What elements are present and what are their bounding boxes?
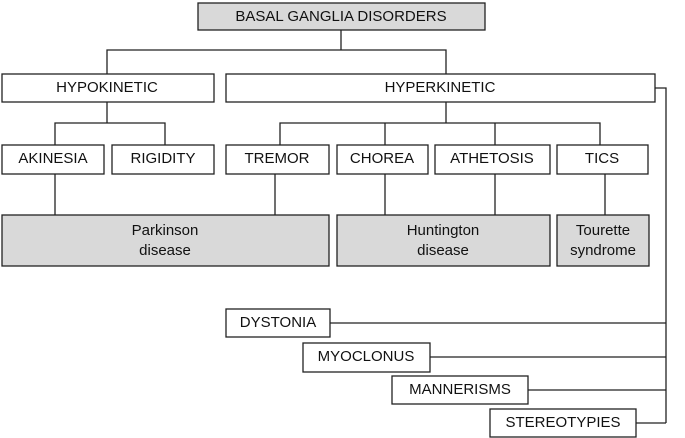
myoclonus-node: MYOCLONUS: [302, 342, 431, 373]
hyperkinetic-label: HYPERKINETIC: [385, 79, 496, 96]
connectors: [54, 30, 667, 424]
mannerisms-label: MANNERISMS: [409, 381, 511, 398]
stereotypies-box: [489, 408, 637, 438]
stereotypies-label: STEREOTYPIES: [505, 414, 620, 431]
stereotypies-node: STEREOTYPIES: [489, 408, 637, 438]
connector-hyperkinetic-split: [279, 122, 601, 145]
athetosis-box: [434, 144, 551, 175]
mannerisms-node: MANNERISMS: [391, 375, 529, 405]
chorea-label: CHOREA: [350, 150, 414, 167]
dystonia-label: DYSTONIA: [240, 314, 316, 331]
connector-root-split: [106, 49, 447, 74]
athetosis-label: ATHETOSIS: [450, 150, 534, 167]
root-box: [197, 2, 486, 31]
huntington-node: Huntington disease: [336, 214, 551, 267]
tics-node: TICS: [556, 144, 649, 175]
mannerisms-box: [391, 375, 529, 405]
dystonia-box: [225, 308, 331, 338]
tremor-box: [225, 144, 330, 175]
connector-hyperkinetic-bus: [655, 87, 667, 423]
akinesia-box: [1, 144, 105, 175]
chorea-box: [336, 144, 429, 175]
dystonia-node: DYSTONIA: [225, 308, 331, 338]
hyperkinetic-box: [225, 73, 656, 103]
tourette-node: Tourette syndrome: [556, 214, 650, 267]
tourette-box: [556, 214, 650, 267]
rigidity-node: RIGIDITY: [111, 144, 215, 175]
parkinson-box: [1, 214, 330, 267]
root-label: BASAL GANGLIA DISORDERS: [235, 8, 446, 25]
athetosis-node: ATHETOSIS: [434, 144, 551, 175]
parkinson-label-line2: disease: [139, 242, 191, 259]
hypokinetic-label: HYPOKINETIC: [56, 79, 158, 96]
chorea-node: CHOREA: [336, 144, 429, 175]
tremor-node: TREMOR: [225, 144, 330, 175]
tremor-label: TREMOR: [245, 150, 310, 167]
tics-label: TICS: [585, 150, 619, 167]
rigidity-box: [111, 144, 215, 175]
tourette-label-line1: Tourette: [576, 222, 630, 239]
akinesia-node: AKINESIA: [1, 144, 105, 175]
hypokinetic-box: [1, 73, 215, 103]
huntington-label-line1: Huntington: [407, 222, 480, 239]
tics-box: [556, 144, 649, 175]
root-node: BASAL GANGLIA DISORDERS: [197, 2, 486, 31]
tourette-label-line2: syndrome: [570, 242, 636, 259]
akinesia-label: AKINESIA: [18, 150, 87, 167]
huntington-box: [336, 214, 551, 267]
hypokinetic-node: HYPOKINETIC: [1, 73, 215, 103]
myoclonus-label: MYOCLONUS: [318, 348, 415, 365]
myoclonus-box: [302, 342, 431, 373]
parkinson-label-line1: Parkinson: [132, 222, 199, 239]
hyperkinetic-node: HYPERKINETIC: [225, 73, 656, 103]
rigidity-label: RIGIDITY: [130, 150, 195, 167]
huntington-label-line2: disease: [417, 242, 469, 259]
connector-hypokinetic-split: [54, 122, 166, 145]
parkinson-node: Parkinson disease: [1, 214, 330, 267]
